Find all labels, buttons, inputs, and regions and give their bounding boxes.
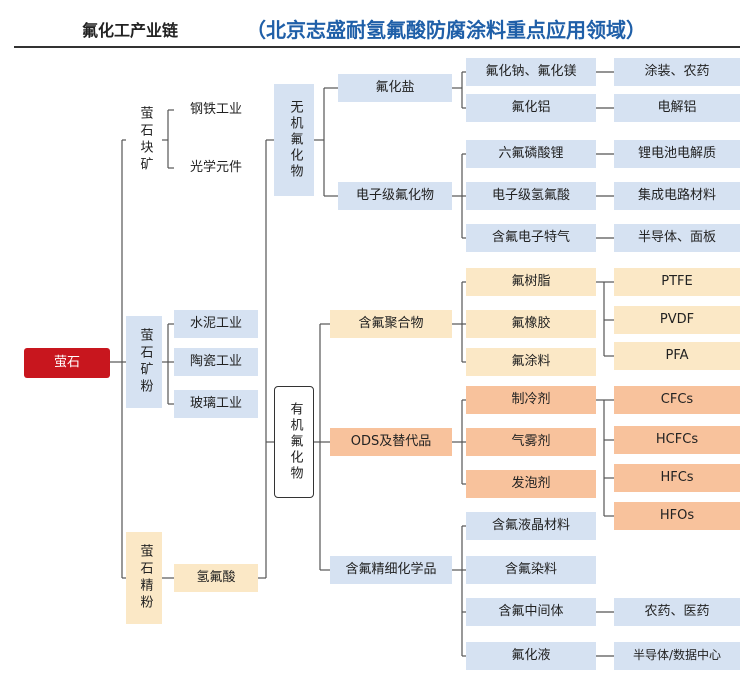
node-ceramics: 陶瓷工业 xyxy=(174,348,258,376)
node-na-mg-fluoride: 氟化钠、氟化镁 xyxy=(466,58,596,86)
node-f-rubber: 氟橡胶 xyxy=(466,310,596,338)
node-steel: 钢铁工业 xyxy=(189,101,242,117)
diagram-title: 氟化工产业链 xyxy=(82,21,179,40)
node-semi-datacenter: 半导体/数据中心 xyxy=(614,642,740,670)
node-f-resin: 氟树脂 xyxy=(466,268,596,296)
node-lcd-material: 含氟液晶材料 xyxy=(466,512,596,540)
node-ic-material: 集成电路材料 xyxy=(614,182,740,210)
node-coating-pesticide: 涂装、农药 xyxy=(614,58,740,86)
node-f-dye: 含氟染料 xyxy=(466,556,596,584)
node-pvdf: PVDF xyxy=(614,306,740,334)
node-f-coating: 氟涂料 xyxy=(466,348,596,376)
header-rule xyxy=(14,46,740,48)
node-foaming: 发泡剂 xyxy=(466,470,596,498)
node-hf-acid: 氢氟酸 xyxy=(174,564,258,592)
node-refrigerant: 制冷剂 xyxy=(466,386,596,414)
node-lipf6: 六氟磷酸锂 xyxy=(466,140,596,168)
node-optics: 光学元件 xyxy=(189,159,242,175)
node-pfa: PFA xyxy=(614,342,740,370)
header: 氟化工产业链 （北京志盛耐氢氟酸防腐涂料重点应用领域） xyxy=(14,10,740,48)
node-hfos: HFOs xyxy=(614,502,740,530)
node-cement: 水泥工业 xyxy=(174,310,258,338)
node-powder-ore: 萤石矿粉 xyxy=(126,316,162,408)
node-fluoropolymer: 含氟聚合物 xyxy=(330,310,452,338)
node-glass: 玻璃工业 xyxy=(174,390,258,418)
node-fluoride-salt: 氟化盐 xyxy=(338,74,452,102)
node-aerosol: 气雾剂 xyxy=(466,428,596,456)
node-li-electrolyte: 锂电池电解质 xyxy=(614,140,740,168)
node-fluoride-liquid: 氟化液 xyxy=(466,642,596,670)
node-block-ore: 萤石块矿 xyxy=(137,106,153,174)
node-inorganic-fluoride: 无机氟化物 xyxy=(274,84,314,196)
node-ods: ODS及替代品 xyxy=(330,428,452,456)
node-organic-fluoride: 有机氟化物 xyxy=(274,386,314,498)
node-root-fluorite: 萤石 xyxy=(24,348,110,378)
node-fine-chemicals: 含氟精细化学品 xyxy=(330,556,452,584)
node-cfcs: CFCs xyxy=(614,386,740,414)
node-al-electrolysis: 电解铝 xyxy=(614,94,740,122)
diagram-subtitle: （北京志盛耐氢氟酸防腐涂料重点应用领域） xyxy=(246,18,646,42)
node-electronic-hf: 电子级氢氟酸 xyxy=(466,182,596,210)
node-agri-pharma: 农药、医药 xyxy=(614,598,740,626)
node-fine-powder: 萤石精粉 xyxy=(126,532,162,624)
node-hfcs: HFCs xyxy=(614,464,740,492)
node-hcfcs: HCFCs xyxy=(614,426,740,454)
node-f-intermediate: 含氟中间体 xyxy=(466,598,596,626)
node-electronic-fluoride: 电子级氟化物 xyxy=(338,182,452,210)
node-ptfe: PTFE xyxy=(614,268,740,296)
node-fluoro-gas: 含氟电子特气 xyxy=(466,224,596,252)
node-al-fluoride: 氟化铝 xyxy=(466,94,596,122)
node-semi-panel: 半导体、面板 xyxy=(614,224,740,252)
